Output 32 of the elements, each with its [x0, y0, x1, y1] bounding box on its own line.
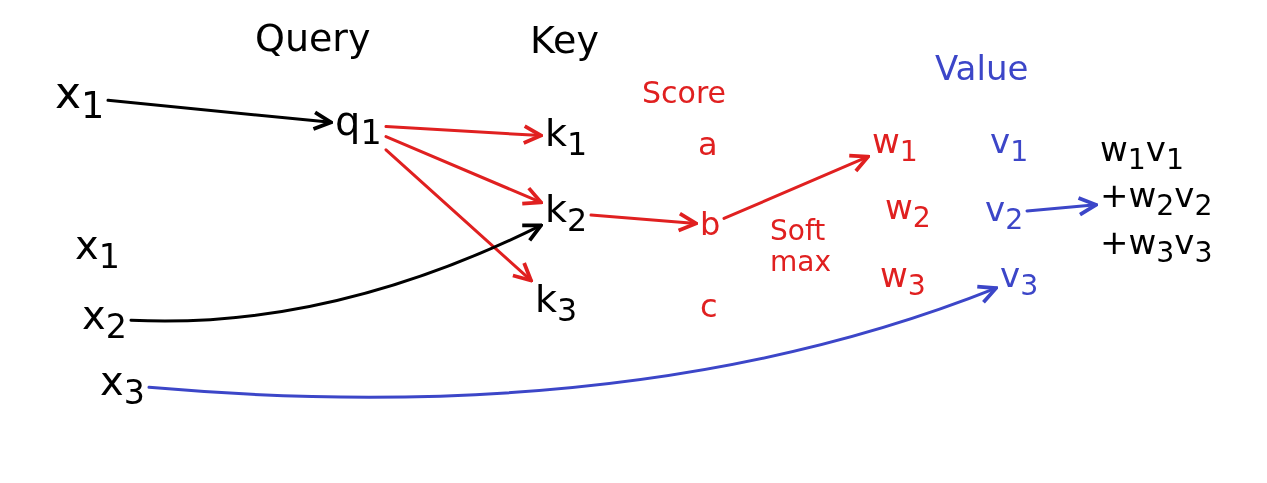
math-term: v$_{3}$	[1000, 256, 1039, 303]
math-term: k$_{2}$	[545, 188, 588, 238]
column-heading: Score	[642, 76, 727, 109]
math-term: c	[700, 288, 718, 325]
math-term: x$_{1}$	[75, 222, 120, 277]
math-term: x$_{3}$	[100, 358, 145, 413]
math-term: w$_{1}$	[872, 122, 918, 169]
arrow	[722, 153, 870, 220]
arrow	[129, 223, 543, 323]
math-term: k$_{3}$	[535, 278, 578, 328]
arrow	[384, 124, 543, 145]
math-term: w$_{3}$	[880, 256, 926, 303]
arrow	[106, 98, 333, 131]
column-heading: Key	[530, 20, 599, 62]
column-heading: Value	[935, 50, 1029, 88]
arrow	[1025, 196, 1098, 217]
column-heading: Soft max	[770, 216, 832, 278]
math-term: w$_{2}$	[885, 188, 931, 235]
math-term: w$_{1}$v$_{1}$ +w$_{2}$v$_{2}$ +w$_{3}$v$_{3}$	[1100, 130, 1213, 270]
arrow	[384, 148, 533, 283]
math-term: a	[698, 126, 718, 163]
math-term: k$_{1}$	[545, 112, 588, 162]
column-heading: Query	[255, 18, 371, 60]
math-term: q$_{1}$	[335, 98, 382, 153]
math-term: x$_{2}$	[82, 292, 127, 347]
arrow	[384, 135, 543, 206]
math-term: v$_{2}$	[985, 190, 1024, 237]
math-term: v$_{1}$	[990, 122, 1029, 169]
math-term: b	[700, 206, 721, 243]
arrow	[589, 211, 698, 233]
math-term: x$_{1}$	[55, 68, 105, 127]
arrow	[147, 284, 998, 399]
